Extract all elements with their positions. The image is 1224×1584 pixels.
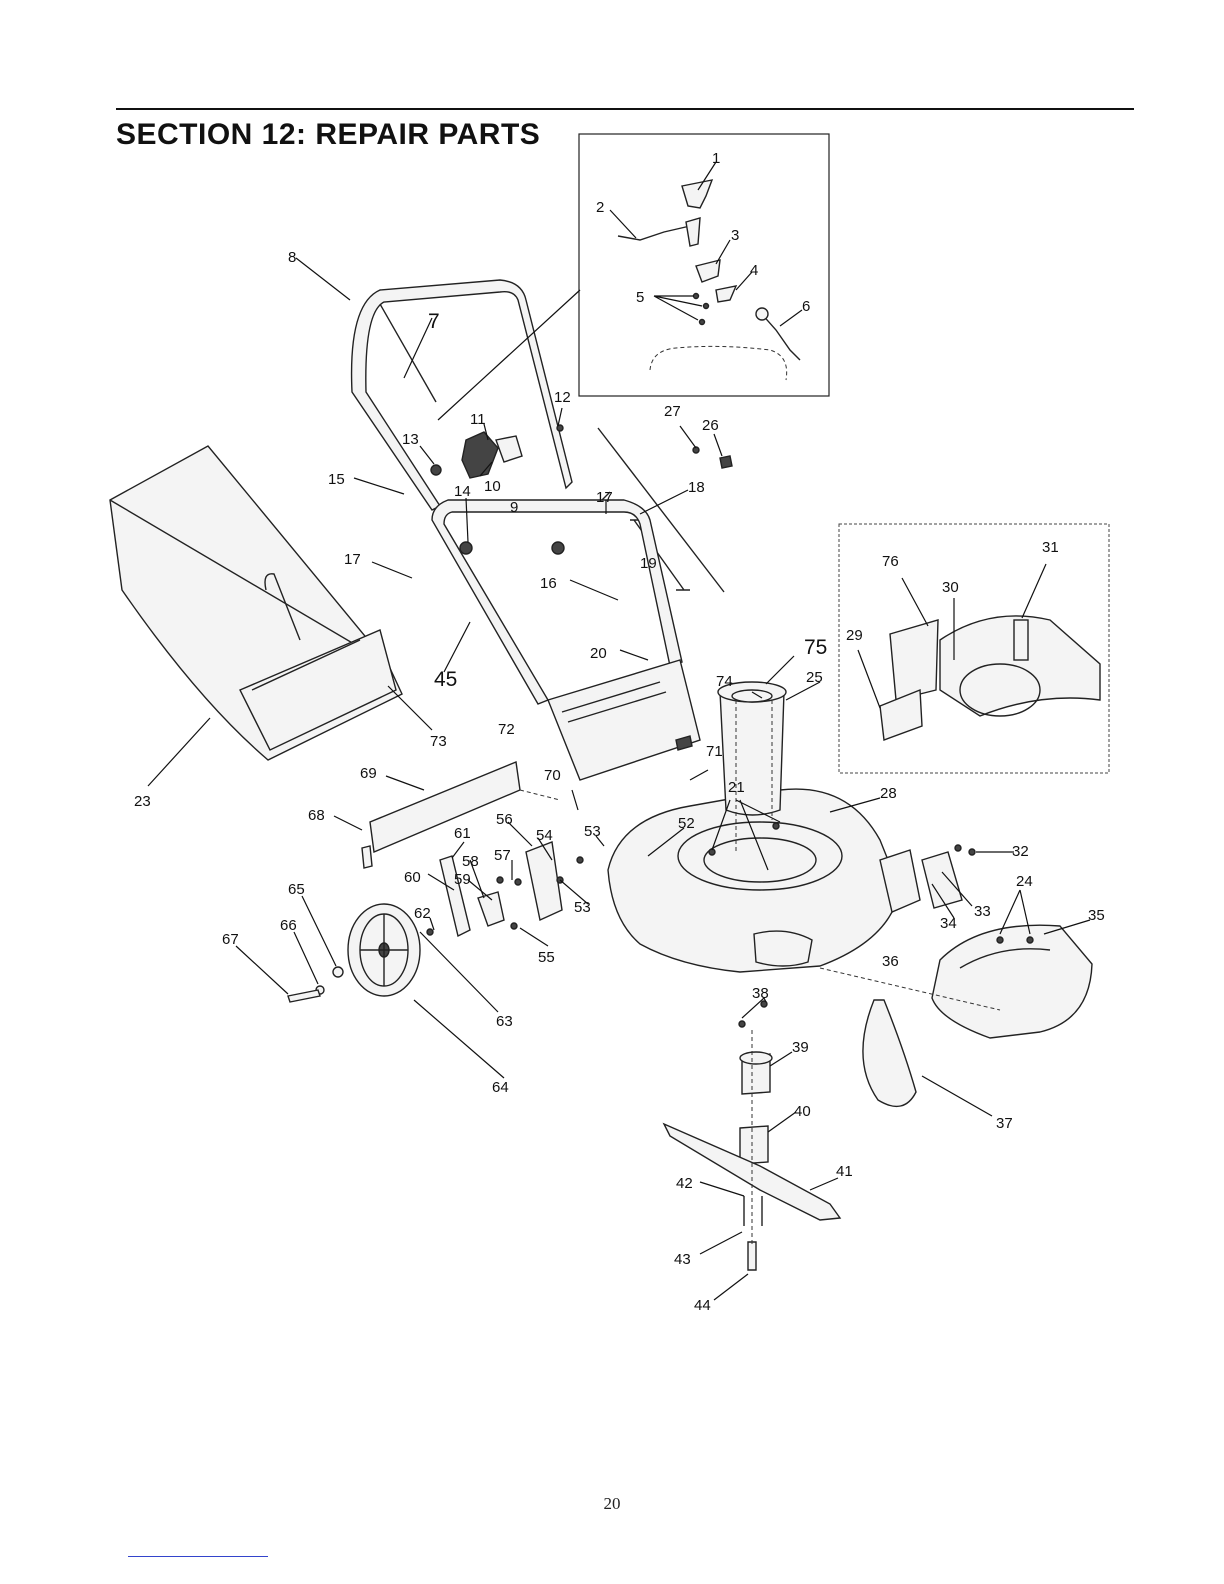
- callout-71: 71: [706, 743, 723, 760]
- callout-30: 30: [942, 579, 959, 596]
- callout-39: 39: [792, 1039, 809, 1056]
- drive-and-blade-parts: [664, 925, 1092, 1270]
- callout-74: 74: [716, 673, 733, 690]
- callout-34: 34: [940, 915, 957, 932]
- callout-8: 8: [288, 249, 296, 266]
- callout-63: 63: [496, 1013, 513, 1030]
- callout-40: 40: [794, 1103, 811, 1120]
- callout-52: 52: [678, 815, 695, 832]
- callout-70: 70: [544, 767, 561, 784]
- callout-73: 73: [430, 733, 447, 750]
- callout-1: 1: [712, 150, 720, 167]
- callout-28: 28: [880, 785, 897, 802]
- callout-38: 38: [752, 985, 769, 1002]
- callout-54: 54: [536, 827, 553, 844]
- callout-53-lower: 53: [574, 899, 591, 916]
- callout-58: 58: [462, 853, 479, 870]
- callout-3: 3: [731, 227, 739, 244]
- callout-18: 18: [688, 479, 705, 496]
- callout-75: 75: [804, 636, 827, 659]
- callout-36: 36: [882, 953, 899, 970]
- callout-64: 64: [492, 1079, 509, 1096]
- callout-31: 31: [1042, 539, 1059, 556]
- callout-2: 2: [596, 199, 604, 216]
- callout-10: 10: [484, 478, 501, 495]
- callout-76: 76: [882, 553, 899, 570]
- callout-35: 35: [1088, 907, 1105, 924]
- control-bail-parts: [618, 180, 800, 380]
- callout-19: 19: [640, 555, 657, 572]
- callout-21: 21: [728, 779, 745, 796]
- callout-41: 41: [836, 1163, 853, 1180]
- callout-57: 57: [494, 847, 511, 864]
- callout-25: 25: [806, 669, 823, 686]
- callout-67: 67: [222, 931, 239, 948]
- callout-65: 65: [288, 881, 305, 898]
- callout-17-upper: 17: [596, 489, 613, 506]
- callout-5: 5: [636, 289, 644, 306]
- callout-60: 60: [404, 869, 421, 886]
- callout-44: 44: [694, 1297, 711, 1314]
- callout-72: 72: [498, 721, 515, 738]
- grass-bag: [110, 446, 402, 760]
- upper-handle: [352, 280, 572, 510]
- wheel: [288, 904, 433, 1002]
- callout-7: 7: [428, 310, 440, 333]
- callout-66: 66: [280, 917, 297, 934]
- callout-43: 43: [674, 1251, 691, 1268]
- callout-12: 12: [554, 389, 571, 406]
- footer-link-line: [128, 1556, 268, 1557]
- callout-6: 6: [802, 298, 810, 315]
- callout-56: 56: [496, 811, 513, 828]
- callout-9: 9: [510, 499, 518, 516]
- callout-33: 33: [974, 903, 991, 920]
- callout-14: 14: [454, 483, 471, 500]
- page-number: 20: [0, 1494, 1224, 1514]
- callout-16: 16: [540, 575, 557, 592]
- callout-61: 61: [454, 825, 471, 842]
- callout-27: 27: [664, 403, 681, 420]
- mulch-door-parts: [880, 616, 1100, 740]
- callout-69: 69: [360, 765, 377, 782]
- callout-15: 15: [328, 471, 345, 488]
- callout-4: 4: [750, 262, 758, 279]
- callout-26: 26: [702, 417, 719, 434]
- callout-11: 11: [470, 411, 486, 428]
- callout-53-upper: 53: [584, 823, 601, 840]
- callout-55: 55: [538, 949, 555, 966]
- callout-62: 62: [414, 905, 431, 922]
- callout-59: 59: [454, 871, 471, 888]
- callout-37: 37: [996, 1115, 1013, 1132]
- callout-42: 42: [676, 1175, 693, 1192]
- callout-29: 29: [846, 627, 863, 644]
- callout-23: 23: [134, 793, 151, 810]
- callout-24: 24: [1016, 873, 1033, 890]
- callout-13: 13: [402, 431, 419, 448]
- callout-20: 20: [590, 645, 607, 662]
- callout-68: 68: [308, 807, 325, 824]
- callout-17-lower: 17: [344, 551, 361, 568]
- callout-45: 45: [434, 668, 457, 691]
- callout-32: 32: [1012, 843, 1029, 860]
